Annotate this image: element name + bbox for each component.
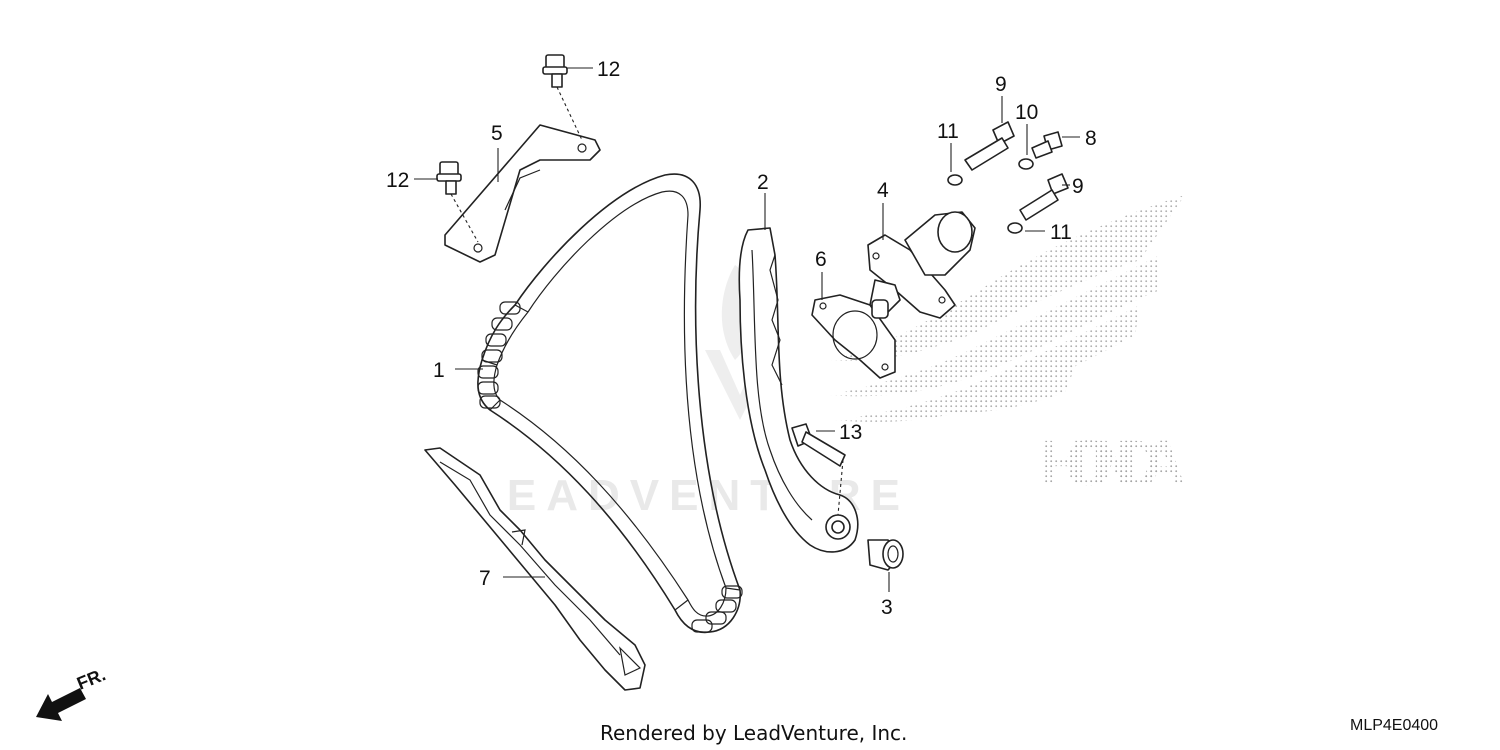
label-12-lower: 12: [386, 169, 409, 192]
label-8: 8: [1085, 127, 1097, 150]
front-arrow-icon: [36, 688, 86, 721]
honda-brand-watermark: HONDA: [1040, 427, 1190, 499]
label-12-upper: 12: [597, 58, 620, 81]
label-10: 10: [1015, 101, 1038, 124]
part-11-washer-upper: [947, 174, 963, 186]
leader-lines: [414, 67, 1080, 592]
part-10-washer: [1018, 158, 1034, 170]
part-11-washer-lower: [1007, 222, 1023, 234]
part-8-bolt: [1031, 131, 1063, 159]
part-9-bolt-upper: [964, 121, 1015, 171]
label-7: 7: [479, 567, 491, 590]
label-13: 13: [839, 421, 862, 444]
part-4-tensioner-lifter: [867, 211, 976, 319]
callout-labels: 1 2 3 4 5 6 7 8 9 9 10 11 11 12 12 13: [386, 58, 1097, 619]
label-4: 4: [877, 179, 889, 202]
part-12-bolt-lower: [436, 161, 479, 243]
label-5: 5: [491, 122, 503, 145]
part-12-bolt-upper: [542, 54, 583, 141]
label-6: 6: [815, 248, 827, 271]
honda-wing-watermark: [830, 195, 1185, 422]
front-arrow-indicator: FR.: [36, 664, 108, 721]
part-13-pivot-bolt: [791, 423, 846, 516]
part-2-tensioner-arm: [738, 227, 859, 553]
part-9-bolt-lower: [1019, 173, 1069, 221]
footer-credit: Rendered by LeadVenture, Inc.: [600, 721, 907, 745]
front-label: FR.: [74, 664, 108, 693]
part-5-guide-plate: [444, 124, 601, 263]
part-3-collar: [867, 539, 904, 571]
label-3: 3: [881, 596, 893, 619]
part-1-cam-chain: [477, 173, 743, 634]
part-7-chain-guide: [424, 447, 646, 691]
diagram-code: MLP4E0400: [1350, 717, 1438, 734]
label-11-lower: 11: [1050, 221, 1072, 244]
label-1: 1: [433, 359, 445, 382]
label-9-lower: 9: [1072, 175, 1084, 198]
label-2: 2: [757, 171, 769, 194]
label-11-upper: 11: [937, 120, 959, 143]
label-9-upper: 9: [995, 73, 1007, 96]
